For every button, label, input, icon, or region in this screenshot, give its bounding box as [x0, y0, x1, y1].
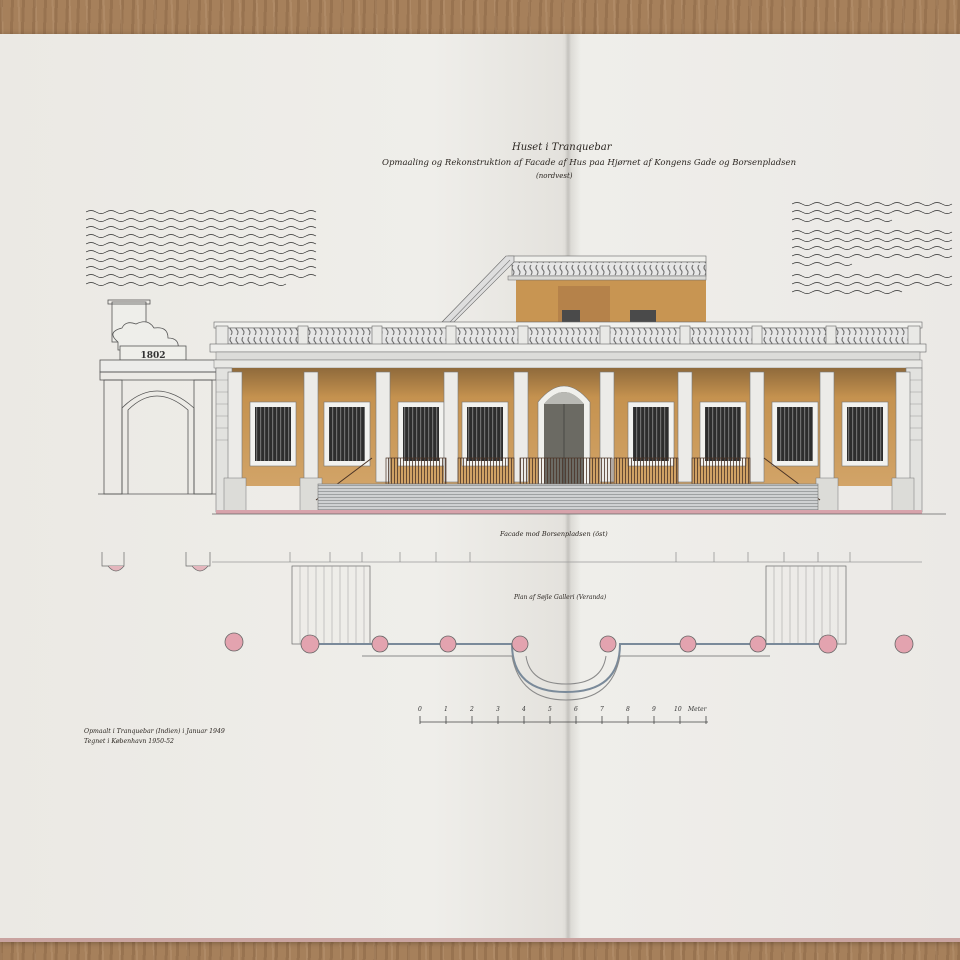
scale-tick-label: 3 — [496, 706, 500, 713]
scale-tick-label: 6 — [574, 706, 578, 713]
plan-caption: Plan af Søjle Galleri (Veranda) — [514, 594, 607, 601]
gate-date: 1802 — [140, 351, 165, 361]
columns — [227, 371, 911, 483]
credit-line-survey: Opmaalt i Tranquebar (Indien) i Januar 1… — [84, 728, 225, 735]
drawing-subtitle: Opmaaling og Rekonstruktion af Facade af… — [382, 158, 797, 168]
drawing-title: Huset i Tranquebar — [512, 142, 612, 153]
scale-tick-label: 1 — [444, 706, 448, 713]
scale-bar — [419, 716, 708, 724]
illegible-script-left — [85, 210, 317, 286]
scale-tick-label: 7 — [600, 706, 604, 713]
scale-tick-label: 0 — [418, 706, 422, 713]
roof-balustrade — [217, 327, 921, 345]
scale-tick-label: 10 — [674, 706, 682, 713]
handwritten-note-left — [85, 208, 318, 292]
scale-tick-label: 8 — [626, 706, 630, 713]
upper-pavilion — [516, 274, 706, 322]
gallery-plan — [101, 552, 922, 701]
pavilion-balustrade — [511, 261, 707, 277]
facade-caption: Facade mod Borsenpladsen (öst) — [500, 530, 608, 538]
handwritten-note-right — [791, 200, 960, 300]
plan-columns — [224, 632, 914, 654]
sheet-edge — [0, 938, 960, 942]
gate-elevation — [98, 299, 218, 495]
scale-tick-label: 4 — [522, 706, 526, 713]
illegible-script-right — [791, 202, 953, 294]
scale-tick-label: 5 — [548, 706, 552, 713]
scale-tick-label: 2 — [470, 706, 474, 713]
survey-credits: Opmaalt i Tranquebar (Indien) i Januar 1… — [84, 727, 225, 747]
scale-unit: Meter — [688, 706, 707, 713]
roof-stair — [441, 255, 515, 323]
drawing-subtitle-note: (nordvest) — [536, 172, 573, 180]
facade-elevation — [209, 255, 946, 515]
credit-line-drawn: Tegnet i København 1950-52 — [84, 738, 174, 745]
scale-tick-label: 9 — [652, 706, 656, 713]
front-steps — [317, 483, 819, 513]
plinth — [216, 510, 922, 514]
windows — [249, 401, 889, 467]
